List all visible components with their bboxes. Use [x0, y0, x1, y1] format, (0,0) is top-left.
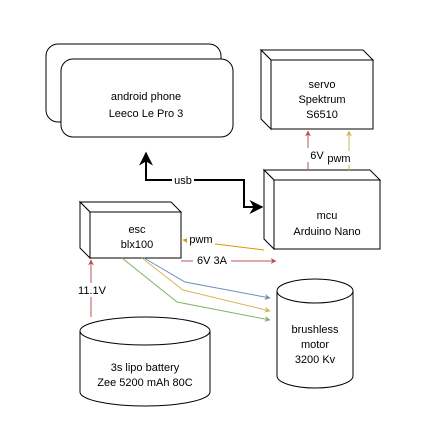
usb-edge-label-bg — [172, 173, 194, 187]
esc-node: esc blx100 — [78, 200, 183, 260]
servo-node-label-line2: Spektrum — [298, 94, 345, 106]
esc-motor-wire-yellow — [141, 257, 271, 313]
servo-node-front-face — [270, 59, 374, 130]
mcu-servo-pwm-edge: pwm — [325, 130, 353, 170]
mcu-node-top-face — [262, 169, 382, 181]
battery-esc-edge-label-bg — [76, 283, 108, 297]
mcu-node-side-face — [263, 168, 275, 251]
battery-node-body — [79, 331, 211, 407]
phone-node: android phone Leeco Le Pro 3 — [45, 43, 234, 138]
servo-node-side-face — [260, 48, 272, 131]
mcu-node-label-line1: mcu — [317, 210, 338, 222]
battery-node-label-line1: 3s lipo battery — [111, 362, 180, 374]
esc-mcu-power-edge-label: 6V 3A — [197, 255, 228, 267]
mcu-node-label-line2: Arduino Nano — [293, 226, 360, 238]
motor-node-body — [276, 291, 354, 389]
servo-node: servo Spektrum S6510 — [259, 48, 375, 131]
motor-node-label-line1: brushless — [291, 324, 339, 336]
esc-node-side-face — [79, 200, 91, 260]
battery-node-top-cap — [79, 316, 211, 346]
battery-esc-edge: 11.1V — [76, 259, 108, 317]
servo-node-label-line1: servo — [309, 79, 336, 91]
mcu-servo-pwm-edge-label-bg — [325, 151, 353, 165]
battery-esc-edge-label: 11.1V — [78, 285, 107, 297]
mcu-node-front-face — [273, 179, 381, 250]
mcu-esc-pwm-edge-label-bg — [187, 232, 215, 246]
mcu-esc-pwm-edge-label: pwm — [189, 234, 212, 246]
mcu-servo-power-edge-label: 6V — [310, 150, 324, 162]
usb-edge-line — [139, 151, 264, 214]
usb-edge-label: usb — [174, 175, 192, 187]
motor-node: brushless motor 3200 Kv — [276, 278, 354, 389]
esc-motor-wire-blue — [143, 257, 271, 300]
motor-node-label-line2: motor — [301, 339, 329, 351]
esc-node-front-face — [89, 211, 182, 259]
servo-node-top-face — [259, 49, 375, 61]
esc-mcu-power-edge-label-bg — [193, 254, 231, 268]
esc-node-label-line2: blx100 — [121, 239, 153, 251]
esc-motor-wire-green — [121, 257, 271, 322]
phone-node-front-card — [60, 58, 234, 138]
esc-motor-edges — [121, 257, 271, 322]
usb-edge: usb — [139, 151, 264, 214]
mcu-esc-pwm-edge: pwm — [182, 232, 265, 251]
mcu-servo-power-edge-label-bg — [307, 148, 329, 162]
battery-node: 3s lipo battery Zee 5200 mAh 80C — [79, 316, 211, 407]
mcu-node: mcu Arduino Nano — [262, 168, 382, 251]
esc-node-top-face — [78, 201, 183, 213]
phone-node-label-line1: android phone — [111, 91, 181, 103]
battery-node-label-line2: Zee 5200 mAh 80C — [97, 377, 192, 389]
mcu-servo-pwm-edge-label: pwm — [327, 153, 350, 165]
mcu-servo-power-edge: 6V — [305, 130, 329, 170]
phone-node-label-line2: Leeco Le Pro 3 — [109, 108, 184, 120]
esc-node-label-line1: esc — [128, 224, 146, 236]
motor-node-label-line3: 3200 Kv — [295, 354, 336, 366]
motor-node-top-cap — [276, 278, 354, 304]
servo-node-label-line3: S6510 — [306, 109, 338, 121]
esc-mcu-power-edge: 6V 3A — [181, 254, 277, 268]
